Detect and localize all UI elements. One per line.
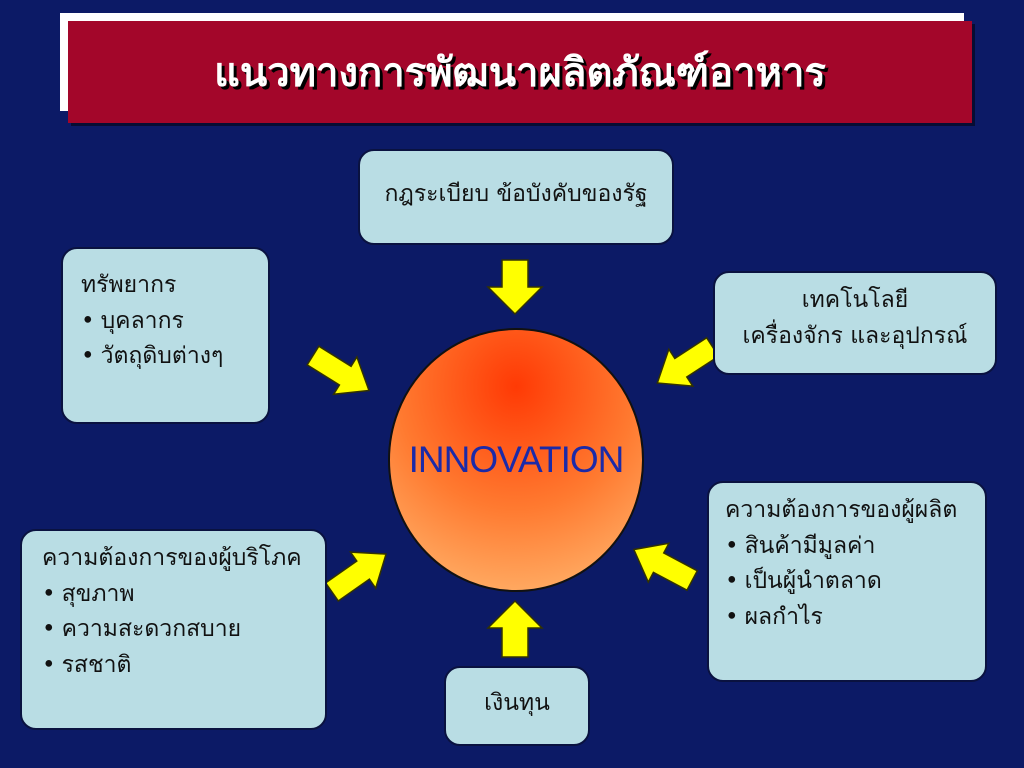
producer-bullet-2: เป็นผู้นำตลาด bbox=[725, 564, 985, 600]
arrow-upper-right bbox=[656, 336, 720, 388]
arrow-top bbox=[486, 259, 544, 316]
technology-line-1: เทคโนโลยี bbox=[801, 287, 909, 313]
consumer-bullet-3: รสชาติ bbox=[42, 648, 325, 684]
innovation-label: INNOVATION bbox=[408, 439, 625, 480]
innovation-circle-shape bbox=[388, 328, 644, 592]
consumer-heading: ความต้องการของผู้บริโภค bbox=[42, 545, 302, 571]
technology-box: เทคโนโลยี เครื่องจักร และอุปกรณ์ bbox=[713, 271, 997, 375]
arrow-bottom bbox=[486, 599, 544, 658]
producer-heading: ความต้องการของผู้ผลิต bbox=[725, 497, 958, 523]
resources-heading: ทรัพยากร bbox=[81, 272, 177, 298]
arrow-lower-left bbox=[324, 551, 388, 602]
slide-title: แนวทางการพัฒนาผลิตภัณฑ์อาหาร bbox=[68, 21, 972, 123]
capital-line: เงินทุน bbox=[484, 690, 550, 716]
innovation-circle: INNOVATION bbox=[386, 327, 646, 593]
arrow-upper-left bbox=[306, 345, 371, 396]
producer-box: ความต้องการของผู้ผลิต สินค้ามีมูลค่า เป็… bbox=[707, 481, 987, 682]
regulation-line: กฎระเบียบ ข้อบังคับของรัฐ bbox=[384, 181, 648, 207]
consumer-bullet-1: สุขภาพ bbox=[42, 577, 325, 613]
producer-bullet-1: สินค้ามีมูลค่า bbox=[725, 529, 985, 565]
regulation-box: กฎระเบียบ ข้อบังคับของรัฐ bbox=[358, 149, 674, 245]
resources-bullet-2: วัตถุดิบต่างๆ bbox=[81, 339, 268, 375]
resources-bullet-1: บุคลากร bbox=[81, 304, 268, 340]
technology-line-2: เครื่องจักร และอุปกรณ์ bbox=[742, 322, 968, 349]
resources-box: ทรัพยากร บุคลากร วัตถุดิบต่างๆ bbox=[61, 247, 270, 424]
producer-bullet-3: ผลกำไร bbox=[725, 600, 985, 636]
arrow-lower-right bbox=[632, 542, 699, 592]
consumer-bullet-2: ความสะดวกสบาย bbox=[42, 612, 325, 648]
capital-box: เงินทุน bbox=[444, 666, 590, 746]
consumer-box: ความต้องการของผู้บริโภค สุขภาพ ความสะดวก… bbox=[20, 529, 327, 730]
